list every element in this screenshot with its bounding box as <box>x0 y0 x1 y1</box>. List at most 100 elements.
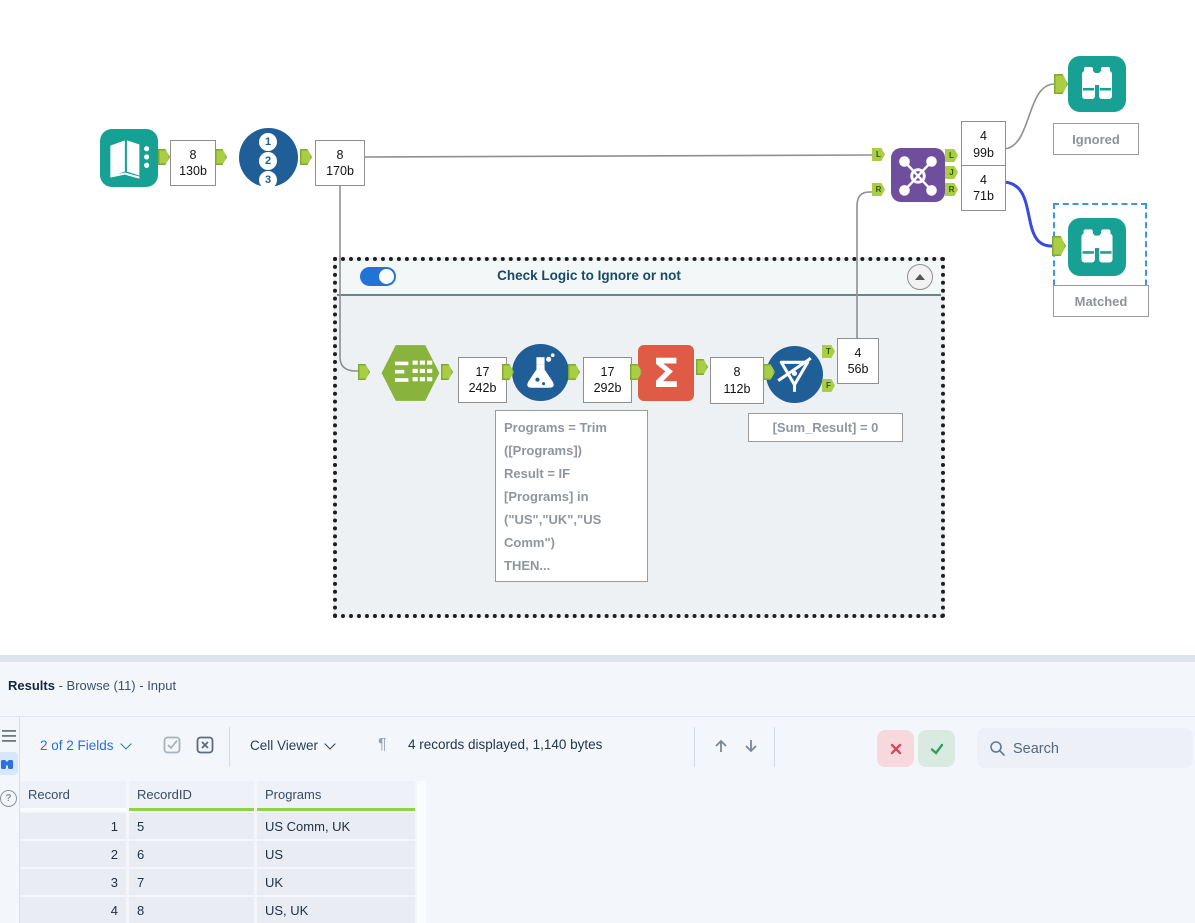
pilcrow-icon[interactable]: ¶ <box>378 736 387 753</box>
input-data-tool[interactable] <box>100 129 158 187</box>
column-header-record[interactable]: Record <box>20 781 126 811</box>
input-anchor[interactable] <box>215 149 227 165</box>
browse-input-anchor[interactable] <box>1052 236 1066 256</box>
table-cell[interactable]: 7 <box>129 869 254 895</box>
x-icon <box>890 743 901 754</box>
output-anchor[interactable] <box>158 149 170 165</box>
table-cell[interactable]: 4 <box>20 897 126 923</box>
search-box <box>977 728 1193 770</box>
count-box-texttocolumns[interactable]: 17 242b <box>458 357 507 403</box>
column-header-recordid[interactable]: RecordID <box>129 781 254 811</box>
matched-label[interactable]: Matched <box>1053 285 1149 317</box>
input-anchor[interactable] <box>763 364 775 380</box>
join-join-output-anchor[interactable]: J <box>945 166 958 179</box>
input-anchor[interactable] <box>358 364 370 380</box>
input-data-icon <box>110 140 150 179</box>
binoculars-icon <box>1082 67 1112 99</box>
table-cell[interactable]: US <box>257 841 415 867</box>
binoculars-icon <box>1081 229 1113 263</box>
wire-join-join-to-matched-selected[interactable] <box>1003 180 1053 248</box>
count-box-formula[interactable]: 17 292b <box>583 357 632 403</box>
join-right-input-anchor[interactable]: R <box>872 183 885 196</box>
wire-join-left-to-ignored[interactable] <box>1003 83 1055 150</box>
browse-ignored-tool[interactable] <box>1068 56 1126 112</box>
count-box-filter-true[interactable]: 4 56b <box>837 338 879 384</box>
menu-hamburger-icon[interactable] <box>1 728 16 743</box>
browse-view-icon[interactable] <box>0 752 18 775</box>
table-cell[interactable]: 6 <box>129 841 254 867</box>
filter-true-anchor[interactable]: T <box>822 345 835 358</box>
output-anchor[interactable] <box>300 149 312 165</box>
filter-funnel-icon <box>777 356 812 392</box>
count-box-recordid[interactable]: 8 170b <box>315 140 365 186</box>
text-to-columns-icon <box>394 360 433 382</box>
fields-dropdown[interactable]: 2 of 2 Fields <box>40 736 132 754</box>
count-box-join-join[interactable]: 4 71b <box>961 165 1006 211</box>
container-collapse-button[interactable] <box>907 264 933 290</box>
down-arrow-icon[interactable] <box>742 737 760 755</box>
browse-matched-tool[interactable] <box>1068 218 1126 276</box>
output-anchor[interactable] <box>568 364 580 380</box>
search-icon <box>990 741 1006 757</box>
up-arrow-icon[interactable] <box>712 737 730 755</box>
table-cell[interactable]: 8 <box>129 897 254 923</box>
flask-icon <box>527 353 555 388</box>
tool-container-header: Check Logic to Ignore or not <box>337 261 941 296</box>
check-icon <box>930 743 943 755</box>
records-info: 4 records displayed, 1,140 bytes <box>408 737 603 752</box>
cancel-button[interactable] <box>877 730 914 767</box>
filter-tool[interactable] <box>766 346 823 403</box>
chevron-down-icon <box>119 738 132 750</box>
table-cell[interactable]: 2 <box>20 841 126 867</box>
record-id-tool[interactable]: 1 2 3 <box>239 128 298 189</box>
toggle-knob-icon <box>379 269 394 284</box>
count-box-join-left[interactable]: 4 99b <box>961 121 1006 168</box>
join-network-icon <box>899 156 937 196</box>
table-cell[interactable]: 3 <box>20 869 126 895</box>
wire-recordid-to-join[interactable] <box>362 154 873 158</box>
help-icon[interactable]: ? <box>0 790 17 807</box>
chevron-up-icon <box>915 274 925 280</box>
wire-filter-true-to-join[interactable] <box>856 191 872 338</box>
table-cell[interactable]: UK <box>257 869 415 895</box>
number-3-icon: 3 <box>259 171 277 189</box>
count-box-summarize[interactable]: 8 112b <box>710 357 764 404</box>
join-left-output-anchor[interactable]: L <box>945 149 958 162</box>
join-left-input-anchor[interactable]: L <box>872 148 885 161</box>
ignored-label[interactable]: Ignored <box>1053 123 1139 155</box>
formula-annotation[interactable]: Programs = Trim ([Programs]) Result = IF… <box>495 410 648 582</box>
output-anchor[interactable] <box>441 364 453 380</box>
table-cell[interactable]: US, UK <box>257 897 415 923</box>
column-header-programs[interactable]: Programs <box>257 781 415 811</box>
apply-button[interactable] <box>918 730 955 767</box>
table-cell[interactable]: 5 <box>129 813 254 839</box>
panel-splitter[interactable] <box>0 655 1195 662</box>
deselect-all-icon[interactable] <box>196 736 214 754</box>
input-anchor[interactable] <box>502 364 514 380</box>
cell-viewer-dropdown[interactable]: Cell Viewer <box>250 736 336 754</box>
search-input[interactable] <box>1011 728 1185 770</box>
wire-recordid-to-texttocolumns[interactable] <box>339 185 360 372</box>
output-anchor[interactable] <box>696 359 708 375</box>
svg-text:Σ: Σ <box>652 351 679 397</box>
join-multiple-tool[interactable] <box>891 148 945 202</box>
filter-annotation[interactable]: [Sum_Result] = 0 <box>748 413 903 442</box>
sigma-icon: Σ <box>652 351 679 397</box>
container-enabled-toggle[interactable] <box>360 267 396 286</box>
browse-input-anchor[interactable] <box>1054 74 1068 94</box>
filter-false-anchor[interactable]: F <box>822 379 835 392</box>
join-right-output-anchor[interactable]: R <box>945 183 958 196</box>
table-cell[interactable]: 1 <box>20 813 126 839</box>
number-1-icon: 1 <box>259 133 277 151</box>
formula-tool[interactable] <box>512 344 569 401</box>
container-title: Check Logic to Ignore or not <box>497 268 681 283</box>
number-2-icon: 2 <box>259 152 277 170</box>
text-to-columns-tool[interactable] <box>381 345 440 401</box>
input-anchor[interactable] <box>630 364 642 380</box>
summarize-tool[interactable]: Σ <box>638 345 694 401</box>
count-box-input[interactable]: 8 130b <box>170 140 216 186</box>
select-all-checkbox-icon[interactable] <box>163 736 181 754</box>
table-cell[interactable]: US Comm, UK <box>257 813 415 839</box>
results-table: Record RecordID Programs 1 5 US Comm, UK… <box>20 781 415 923</box>
